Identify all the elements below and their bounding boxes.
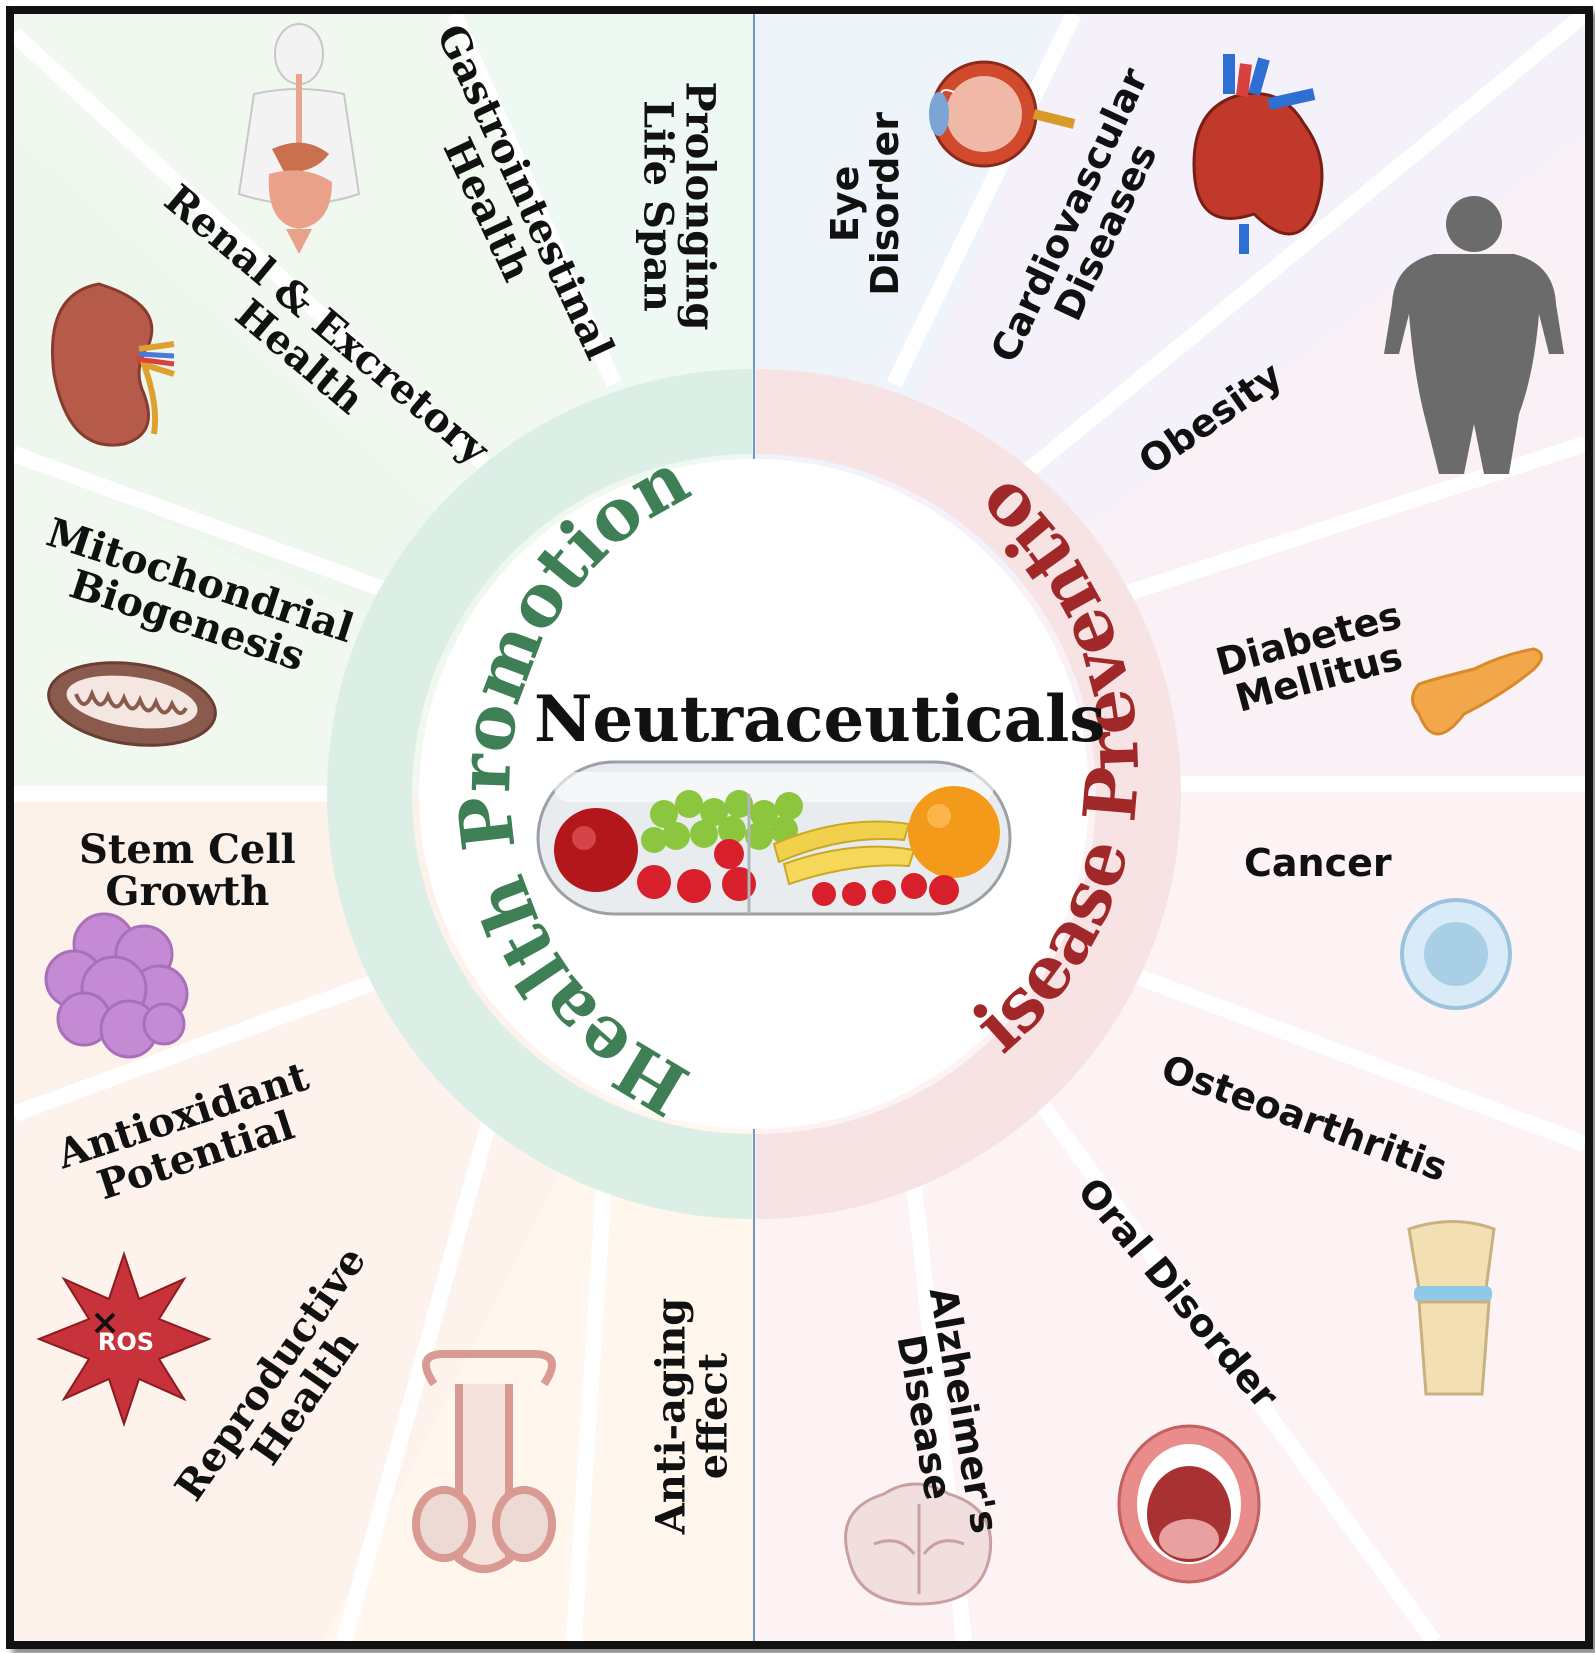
diagram-canvas: Health Promotion Disease Prevention (14, 14, 1585, 1641)
label-stem-cell-growth: Stem Cell Growth (79, 829, 296, 913)
divider (1101, 956, 1585, 1152)
health-promotion-ring (327, 369, 752, 1219)
divider (14, 28, 490, 470)
divider (1027, 1089, 1441, 1641)
label-anti-aging-effect: Anti-aging effect (647, 1297, 737, 1535)
brain-section-icon (844, 1482, 993, 1606)
reproductive-organ-icon (412, 1350, 556, 1573)
label-line: Prolonging (676, 81, 724, 331)
divider (14, 446, 427, 612)
sector-dividers (14, 14, 1585, 1641)
ros-burst-icon: ROS (36, 1250, 212, 1428)
mitochondria-icon (47, 661, 217, 747)
label-line: Anti-aging (647, 1297, 695, 1535)
label-line: Life Span (634, 100, 682, 312)
label-eye-disorder: Eye Disorder (822, 112, 907, 296)
divider (1018, 14, 1585, 481)
label-line: Growth (105, 868, 270, 915)
label-line: Eye (822, 165, 867, 243)
eye-icon (929, 60, 1076, 168)
ros-text: ROS (98, 1328, 154, 1356)
divider (14, 956, 427, 1122)
center-title: Neutraceuticals (534, 682, 1106, 757)
label-line: effect (689, 1352, 737, 1480)
heart-icon (1192, 54, 1324, 254)
label-line: Disorder (862, 112, 907, 296)
label-line: Cancer (1244, 841, 1392, 885)
divider (336, 1101, 502, 1641)
digestive-system-icon (237, 23, 361, 254)
disease-prevention-ring (756, 369, 1181, 1219)
pancreas-icon (1411, 647, 1543, 736)
open-mouth-icon (1117, 1424, 1261, 1584)
stem-cell-cluster-icon (44, 912, 189, 1059)
cancer-cell-icon (1400, 898, 1512, 1010)
label-cancer: Cancer (1244, 841, 1392, 885)
divider (566, 1183, 612, 1641)
figure-frame: Health Promotion Disease Prevention (6, 6, 1593, 1649)
label-line: Stem Cell (79, 826, 296, 873)
divider (446, 14, 622, 388)
divider (886, 14, 1082, 388)
knee-joint-icon (1407, 1220, 1496, 1396)
capsule-with-fruits-icon (536, 760, 1012, 916)
obese-body-icon (1384, 196, 1564, 474)
kidney-icon (50, 282, 175, 447)
label-prolonging-life-span: Prolonging Life Span (634, 81, 724, 331)
